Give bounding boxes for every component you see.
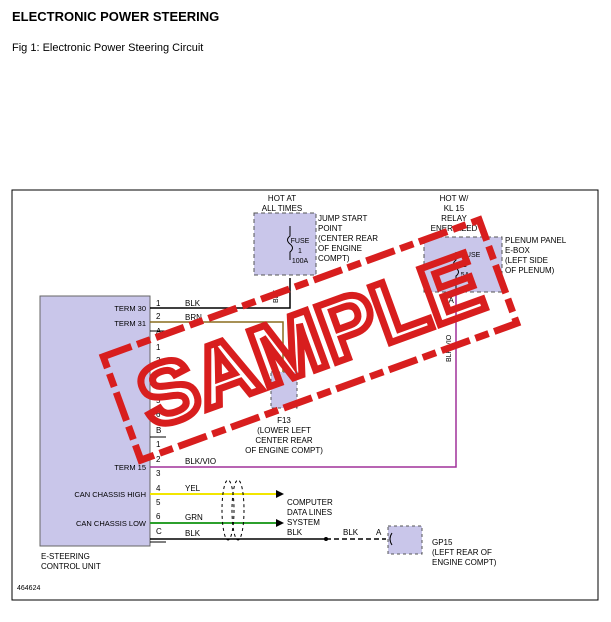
pin-number: 6	[156, 512, 161, 521]
pin-1a: 1A	[444, 296, 454, 305]
watermark-border	[98, 215, 522, 465]
ground-gp15-box	[387, 525, 423, 555]
pin-number: 3	[156, 369, 161, 378]
jump-start-1: JUMP START	[318, 214, 367, 223]
ground-f13-desc-3: OF ENGINE COMPT)	[245, 446, 323, 455]
wire-blkvio-label: BLK/VIO	[185, 457, 216, 466]
hot-w-label-3: RELAY	[441, 214, 467, 223]
pin-number: B	[156, 426, 161, 435]
wire-blk-c-label: BLK	[185, 529, 201, 538]
ecu-box	[39, 295, 151, 547]
fuse2-label-2: 1	[463, 262, 467, 269]
diagram-id: 464624	[17, 585, 40, 592]
fuse2-label-3: 5A	[461, 272, 470, 279]
computer-4: BLK	[287, 528, 303, 537]
fuse1-label-1: FUSE	[291, 238, 310, 245]
plenum-3: (LEFT SIDE	[505, 256, 548, 265]
pin-number: 2	[156, 312, 161, 321]
wire-term30-blk	[150, 278, 291, 309]
ground-f13-desc-2: CENTER REAR	[255, 436, 313, 445]
gp15-desc-1: (LEFT REAR OF	[432, 548, 492, 557]
wire-yel-label: YEL	[185, 484, 201, 493]
twisted-pair-shield-1	[221, 479, 235, 541]
ground-f13-desc-1: (LOWER LEFT	[257, 426, 311, 435]
jump-start-2: POINT	[318, 224, 343, 233]
twisted-pair-shield-2	[231, 479, 245, 541]
fuse2-label-1: FUSE	[462, 252, 481, 259]
ecu-name-2: CONTROL UNIT	[41, 562, 101, 571]
fuse-2-symbol	[453, 252, 459, 290]
can-high-label: CAN CHASSIS HIGH	[74, 490, 146, 499]
arrow-can-low	[276, 519, 284, 527]
pin-number: 2	[156, 356, 161, 365]
plenum-1: PLENUM PANEL	[505, 236, 567, 245]
computer-2: DATA LINES	[287, 508, 332, 517]
pin-number: 6	[156, 410, 161, 419]
computer-1: COMPUTER	[287, 498, 333, 507]
gp15-label: GP15	[432, 538, 453, 547]
pin-number: 2	[156, 455, 161, 464]
hot-at-label-1: HOT AT	[268, 194, 296, 203]
diagram-frame	[11, 189, 599, 601]
wire-blk-ground-label: BLK	[343, 528, 359, 537]
fuse-1-symbol	[287, 226, 293, 260]
ecu-name-1: E-STEERING	[41, 552, 90, 561]
page-title: ELECTRONIC POWER STEERING	[12, 9, 220, 24]
wire-blk-label: BLK	[185, 299, 201, 308]
connector-a-symbol	[389, 532, 393, 546]
term15-label: TERM 15	[114, 463, 146, 472]
gp15-desc-2: ENGINE COMPT)	[432, 558, 497, 567]
pin-number: 1	[156, 299, 161, 308]
splice-dot	[324, 537, 328, 541]
pin-number: 1	[156, 440, 161, 449]
hot-w-label-1: HOT W/	[440, 194, 470, 203]
jump-start-4: OF ENGINE	[318, 244, 362, 253]
plenum-2: E-BOX	[505, 246, 531, 255]
pin-number: 5	[156, 498, 161, 507]
term30-label: TERM 30	[114, 304, 146, 313]
computer-3: SYSTEM	[287, 518, 320, 527]
pin-number: 5	[156, 396, 161, 405]
wire-brn-label: BRN	[185, 313, 202, 322]
wire-term15-blkvio	[150, 292, 457, 468]
pin-number: 4	[156, 382, 161, 391]
pin-number: 3	[156, 469, 161, 478]
pin-number: C	[156, 527, 162, 536]
connector-a-label: A	[376, 528, 382, 537]
figure-caption: Fig 1: Electronic Power Steering Circuit	[12, 42, 204, 54]
jump-start-3: (CENTER REAR	[318, 234, 378, 243]
wire-grn-label: GRN	[185, 513, 203, 522]
ground-f13-label: F13	[277, 416, 291, 425]
pin-number: 4	[156, 484, 161, 493]
can-low-label: CAN CHASSIS LOW	[76, 519, 147, 528]
hot-at-label-2: ALL TIMES	[262, 204, 302, 213]
hot-w-label-2: KL 15	[444, 204, 465, 213]
fuse1-label-3: 100A	[292, 258, 309, 265]
jump-start-5: COMPT)	[318, 254, 350, 263]
pin-number: A	[156, 327, 162, 336]
pin-number: 1	[156, 343, 161, 352]
fuse1-label-2: 1	[298, 248, 302, 255]
arrow-can-high	[276, 490, 284, 498]
plenum-4: OF PLENUM)	[505, 266, 555, 275]
term31-label: TERM 31	[114, 319, 146, 328]
fuse-box-jump-start	[253, 212, 317, 276]
